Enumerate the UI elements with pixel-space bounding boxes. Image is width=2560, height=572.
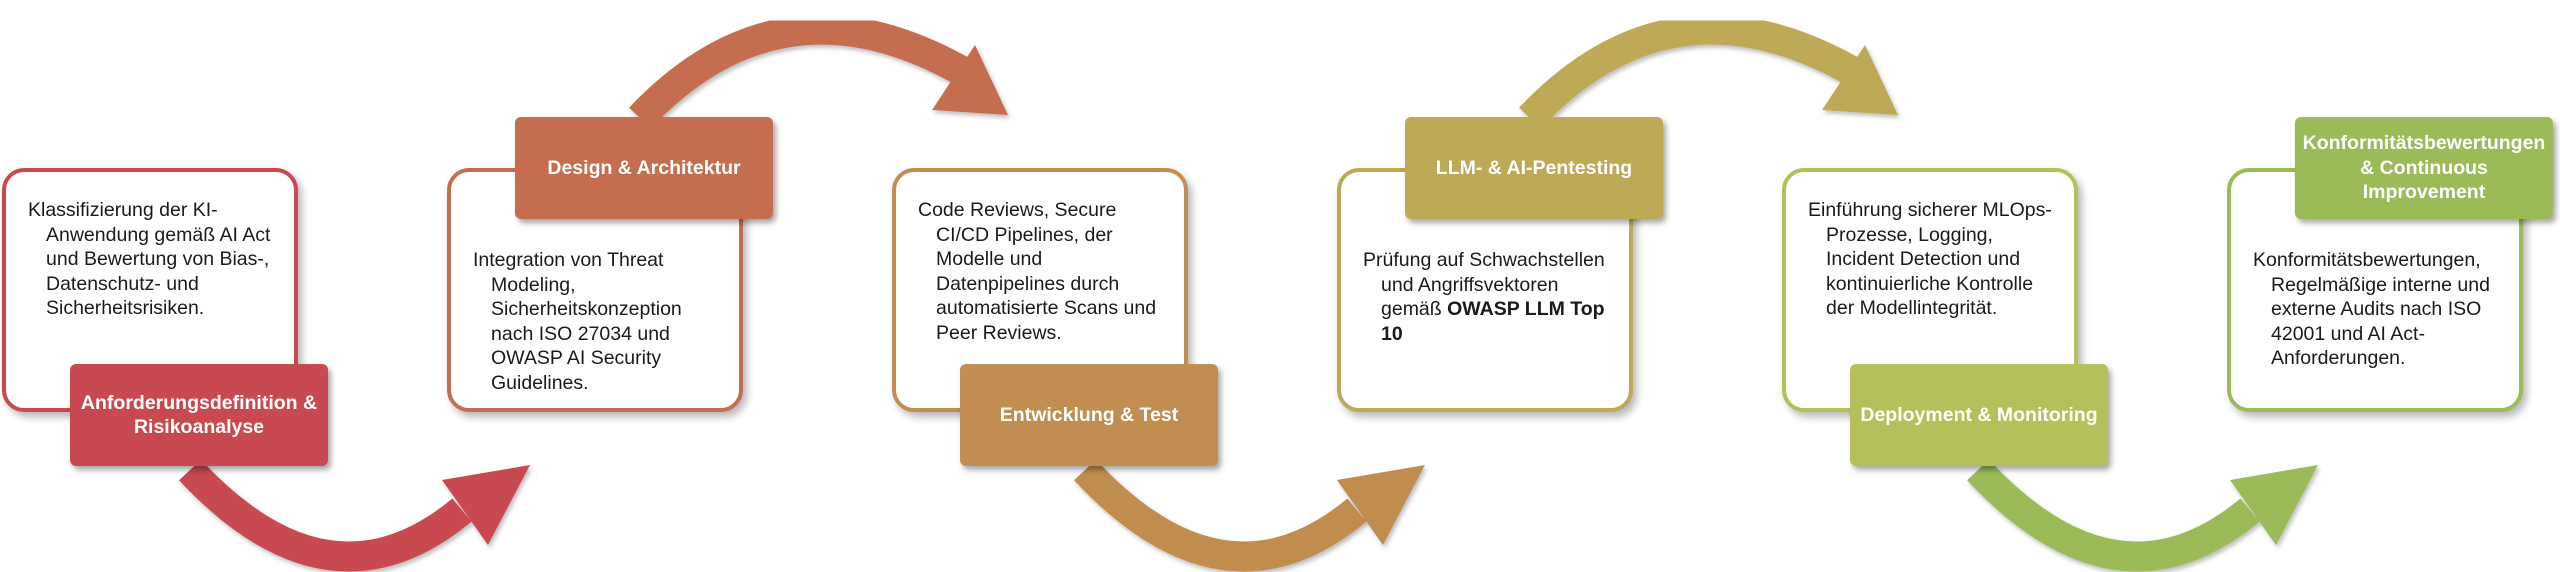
arrow-shaft [1519,14,1858,129]
arrow-head [1337,465,1425,545]
step-2-description: Integration von Threat Modeling, Sicherh… [473,249,682,394]
step-1-description: Klassifizierung der KI-Anwendung gemäß A… [28,199,271,319]
arrow-step1-to-step2 [179,459,530,572]
step-4-label: LLM- & AI-Pentesting [1405,117,1663,219]
arrow-shaft [1074,459,1367,572]
step-4-bold-text: OWASP LLM Top 10 [1381,298,1605,345]
step-3-description: Code Reviews, Secure CI/CD Pipelines, de… [918,199,1157,344]
arrow-head [1822,45,1898,115]
arrow-shaft [179,459,472,572]
step-3-label: Entwicklung & Test [960,364,1218,466]
step-1-description-box: Klassifizierung der KI-Anwendung gemäß A… [2,168,298,412]
arrow-step5-to-step6 [1967,459,2318,572]
arrow-shaft [629,14,968,129]
arrow-step2-to-step3 [629,14,1008,129]
step-6-label: Konformitätsbewertungen & Continuous Imp… [2295,117,2553,219]
arrow-shaft [1967,459,2260,572]
arrow-step3-to-step4 [1074,459,1425,572]
step-5-description: Einführung sicherer MLOps-Prozesse, Logg… [1808,199,2052,319]
step-2-label: Design & Architektur [515,117,773,219]
step-1-label: Anforderungsdefinition & Risikoanalyse [70,364,328,466]
step-6-description: Konformitätsbewertungen, Regelmäßige int… [2253,249,2490,369]
arrow-head [2230,465,2318,545]
arrow-step4-to-step5 [1519,14,1898,129]
step-4-description: Prüfung auf Schwachstellen und Angriffsv… [1363,249,1605,345]
step-5-label: Deployment & Monitoring [1850,364,2108,466]
arrow-head [442,465,530,545]
arrow-head [932,45,1008,115]
